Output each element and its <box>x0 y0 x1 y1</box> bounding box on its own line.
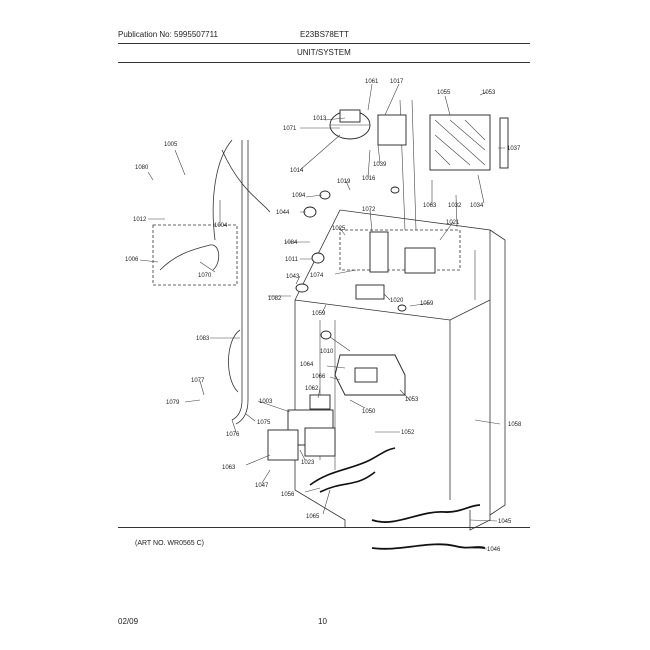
electronic-control <box>267 394 336 461</box>
callout-1063-top: 1063 <box>423 203 437 209</box>
capillary-tubing <box>212 139 271 425</box>
inset-box-middle <box>339 229 461 271</box>
callout-1080: 1080 <box>135 165 149 171</box>
callout-1079: 1079 <box>166 400 180 406</box>
wire-harnesses <box>309 447 486 550</box>
callout-1021: 1021 <box>446 220 460 226</box>
callout-1082: 1082 <box>268 296 282 302</box>
callout-1084: 1084 <box>284 240 298 246</box>
callout-1039: 1039 <box>373 162 387 168</box>
inset-box-left <box>152 224 238 286</box>
callout-1046: 1046 <box>487 547 501 553</box>
callout-1061: 1061 <box>365 79 379 85</box>
model-number: E23BS78ETT <box>300 30 349 39</box>
harness-left <box>159 244 220 271</box>
callout-1034: 1034 <box>470 203 484 209</box>
header-rule <box>118 43 530 44</box>
callout-1059-right: 1059 <box>420 301 434 307</box>
callout-1003: 1003 <box>259 399 273 405</box>
callout-1076: 1076 <box>226 432 240 438</box>
callout-1017: 1017 <box>390 79 404 85</box>
callout-1019: 1019 <box>337 179 351 185</box>
callout-1014: 1014 <box>290 168 304 174</box>
callout-1070: 1070 <box>198 273 212 279</box>
condenser-fan <box>429 114 509 171</box>
art-number: (ART NO. WR0565 C) <box>135 540 204 547</box>
footer-rule <box>118 527 530 528</box>
callout-1058: 1058 <box>508 422 522 428</box>
callout-1005: 1005 <box>164 142 178 148</box>
callout-1094: 1094 <box>292 193 306 199</box>
callout-1023: 1023 <box>301 460 315 466</box>
compressor <box>329 109 371 140</box>
callout-1071: 1071 <box>283 126 297 132</box>
callout-1037: 1037 <box>507 146 521 152</box>
callout-1044: 1044 <box>276 210 290 216</box>
footer-date: 02/09 <box>118 617 139 626</box>
callout-1025: 1025 <box>332 226 346 232</box>
callout-1010: 1010 <box>320 349 334 355</box>
control-bracket <box>334 354 406 396</box>
callout-1032: 1032 <box>448 203 462 209</box>
callout-1012: 1012 <box>133 217 147 223</box>
small-parts <box>295 186 407 340</box>
callout-1074: 1074 <box>310 273 324 279</box>
callout-1062: 1062 <box>305 386 319 392</box>
callout-1006: 1006 <box>125 257 139 263</box>
callout-1020: 1020 <box>390 298 404 304</box>
publication-number: Publication No: 5995507711 <box>118 30 218 39</box>
callout-1055: 1055 <box>437 90 451 96</box>
page-number: 10 <box>318 617 327 626</box>
callout-1053-top: 1053 <box>482 90 496 96</box>
callout-1083: 1083 <box>196 336 210 342</box>
callout-1011: 1011 <box>285 257 299 263</box>
callout-1072: 1072 <box>362 207 376 213</box>
callout-1056: 1056 <box>281 492 295 498</box>
callout-1059-left: 1059 <box>312 311 326 317</box>
relay-cluster <box>369 114 436 274</box>
section-title: UNIT/SYSTEM <box>297 48 351 57</box>
cabinet-back-panel <box>294 99 506 531</box>
callout-1052: 1052 <box>401 430 415 436</box>
callout-1064: 1064 <box>300 362 314 368</box>
callout-1013: 1013 <box>313 116 327 122</box>
callout-1047: 1047 <box>255 483 269 489</box>
callout-1004: 1004 <box>214 223 228 229</box>
callout-labels: 1061 1017 1055 1053 1013 1071 1005 1037 … <box>125 79 522 553</box>
callout-1063-bottom: 1063 <box>222 465 236 471</box>
callout-1050: 1050 <box>362 409 376 415</box>
callout-1043: 1043 <box>286 274 300 280</box>
leader-lines <box>139 83 505 550</box>
callout-1075: 1075 <box>257 420 271 426</box>
callout-1077: 1077 <box>191 378 205 384</box>
callout-1053-mid: 1053 <box>405 397 419 403</box>
callout-1066: 1066 <box>312 374 326 380</box>
callout-1016: 1016 <box>362 176 376 182</box>
callout-1045: 1045 <box>498 519 512 525</box>
callout-1065: 1065 <box>306 514 320 520</box>
title-rule <box>118 62 530 63</box>
